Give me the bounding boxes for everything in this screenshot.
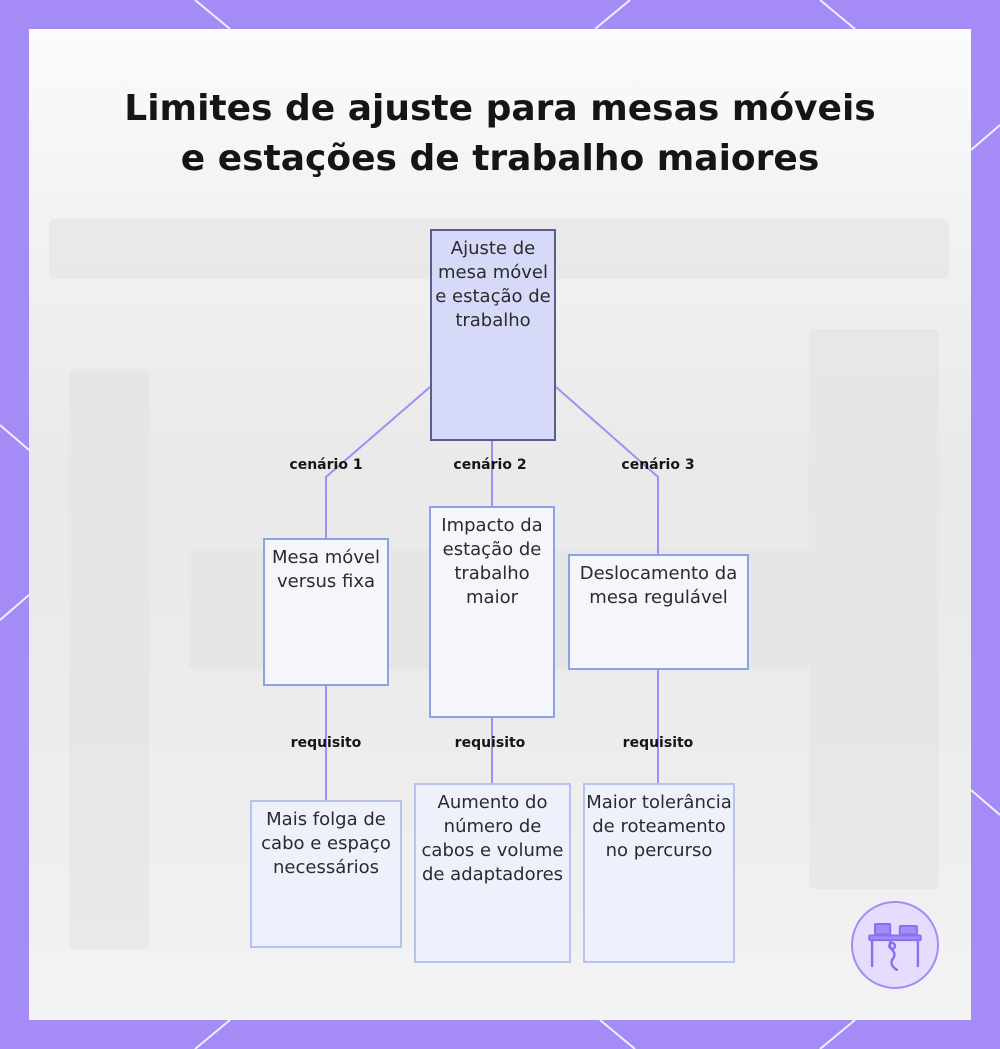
requirement-3-node: Maior tolerância de roteamento no percur… <box>583 783 735 963</box>
edge-label-scenario-1: cenário 1 <box>266 456 386 474</box>
root-node: Ajuste de mesa móvel e estação de trabal… <box>430 229 556 441</box>
edge-label-requirement-1: requisito <box>266 734 386 752</box>
requirement-2-node: Aumento do número de cabos e volume de a… <box>414 783 571 963</box>
edge-label-requirement-3: requisito <box>598 734 718 752</box>
edge-label-scenario-2: cenário 2 <box>430 456 550 474</box>
requirement-1-node: Mais folga de cabo e espaço necessários <box>250 800 402 948</box>
edge-label-scenario-3: cenário 3 <box>598 456 718 474</box>
diagram-panel: Limites de ajuste para mesas móveis e es… <box>29 29 971 1020</box>
scenario-1-node: Mesa móvel versus fixa <box>263 538 389 686</box>
requirement-1-label: Mais folga de cabo e espaço necessários <box>252 808 400 946</box>
scenario-3-label: Deslocamento da mesa regulável <box>570 562 747 668</box>
scenario-2-label: Impacto da estação de trabalho maior <box>431 514 553 716</box>
scenario-1-label: Mesa móvel versus fixa <box>265 546 387 684</box>
scenario-3-node: Deslocamento da mesa regulável <box>568 554 749 670</box>
root-node-label: Ajuste de mesa móvel e estação de trabal… <box>432 237 554 439</box>
edge-label-requirement-2: requisito <box>430 734 550 752</box>
requirement-2-label: Aumento do número de cabos e volume de a… <box>416 791 569 961</box>
desk-cable-icon <box>851 901 939 989</box>
scenario-2-node: Impacto da estação de trabalho maior <box>429 506 555 718</box>
requirement-3-label: Maior tolerância de roteamento no percur… <box>585 791 733 961</box>
